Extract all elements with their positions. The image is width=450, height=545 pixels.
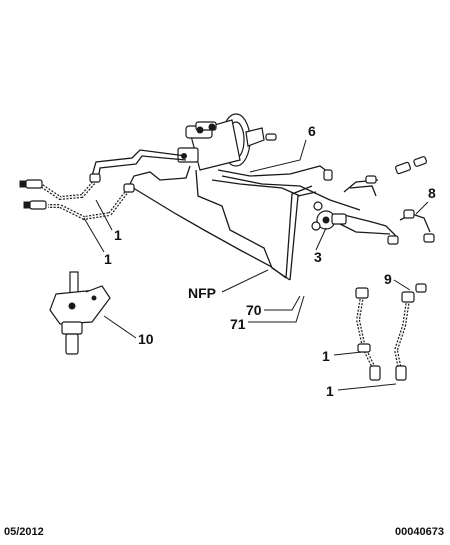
footer-reference-number: 00040673 bbox=[395, 526, 444, 538]
compensator-valve bbox=[311, 201, 347, 231]
master-cylinder-assembly bbox=[177, 113, 265, 171]
callout-1-bottom: 1 bbox=[326, 383, 334, 399]
callout-3: 3 bbox=[314, 249, 322, 265]
callout-nfp: NFP bbox=[188, 285, 216, 301]
callout-8: 8 bbox=[428, 185, 436, 201]
callout-9: 9 bbox=[384, 271, 392, 287]
callout-70: 70 bbox=[246, 302, 262, 318]
callout-1-left: 1 bbox=[104, 251, 112, 267]
brake-limiter-valve bbox=[49, 271, 111, 355]
callout-1-mid: 1 bbox=[322, 348, 330, 364]
rear-flexible-hoses bbox=[355, 283, 427, 381]
footer-date: 05/2012 bbox=[4, 526, 44, 538]
leader-lines bbox=[83, 139, 429, 391]
callout-71: 71 bbox=[230, 316, 246, 332]
callout-6: 6 bbox=[308, 123, 316, 139]
front-flexible-hoses bbox=[19, 173, 135, 221]
callout-1-top: 1 bbox=[114, 227, 122, 243]
callout-10: 10 bbox=[138, 331, 154, 347]
pipe-unions bbox=[265, 133, 435, 245]
brake-pipes bbox=[91, 149, 431, 281]
